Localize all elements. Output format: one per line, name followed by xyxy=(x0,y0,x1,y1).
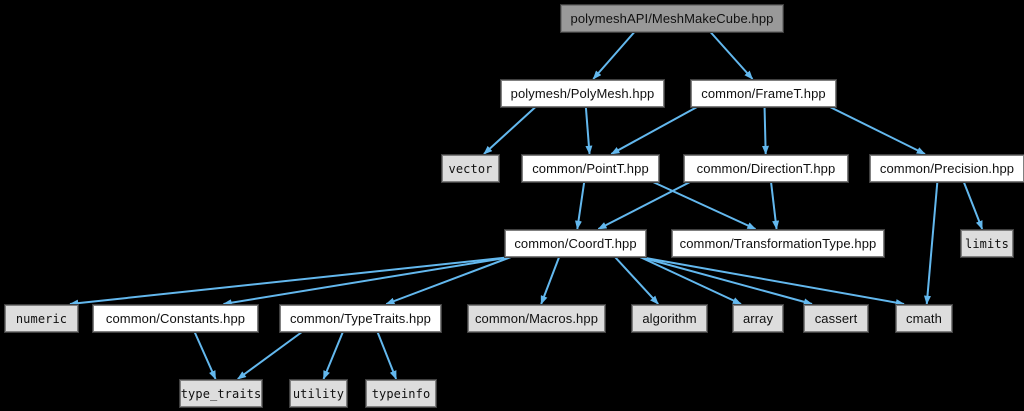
edge-coordt-to-macros xyxy=(540,256,561,305)
edge-polymesh-to-pointt xyxy=(584,106,593,155)
graph-node-directiont[interactable]: common/DirectionT.hpp xyxy=(683,154,849,183)
graph-node-coordt[interactable]: common/CoordT.hpp xyxy=(504,229,647,258)
graph-node-framet[interactable]: common/FrameT.hpp xyxy=(690,79,837,108)
edge-pointt-to-transform xyxy=(652,181,757,230)
graph-node-array[interactable]: array xyxy=(732,304,784,333)
edge-coordt-to-cassert xyxy=(639,256,813,306)
graph-node-algorithm[interactable]: algorithm xyxy=(631,304,708,333)
graph-node-typeinfo[interactable]: typeinfo xyxy=(365,379,437,408)
edge-polymesh-to-vector xyxy=(483,106,537,155)
edge-framet-to-precision xyxy=(829,106,926,155)
edge-coordt-to-constants xyxy=(222,256,512,307)
graph-node-typetraits[interactable]: common/TypeTraits.hpp xyxy=(279,304,442,333)
edge-directiont-to-coordt xyxy=(597,181,691,230)
graph-node-limits[interactable]: limits xyxy=(960,229,1014,258)
edge-typetraits-to-utility xyxy=(322,331,344,380)
edge-framet-to-directiont xyxy=(762,106,769,155)
graph-node-cmath[interactable]: cmath xyxy=(895,304,953,333)
edge-typetraits-to-type_traits xyxy=(237,331,303,380)
edge-coordt-to-array xyxy=(639,256,742,305)
edge-coordt-to-algorithm xyxy=(614,256,659,305)
graph-node-utility[interactable]: utility xyxy=(289,379,348,408)
edge-root-to-polymesh xyxy=(592,31,636,80)
edge-coordt-to-cmath xyxy=(639,256,905,307)
edge-pointt-to-coordt xyxy=(575,181,586,230)
graph-node-precision[interactable]: common/Precision.hpp xyxy=(869,154,1024,183)
graph-node-pointt[interactable]: common/PointT.hpp xyxy=(521,154,660,183)
edge-directiont-to-transform xyxy=(770,181,780,230)
edge-framet-to-pointt xyxy=(610,106,698,155)
graph-node-transform[interactable]: common/TransformationType.hpp xyxy=(671,229,885,258)
graph-node-numeric[interactable]: numeric xyxy=(4,304,79,333)
edge-constants-to-type_traits xyxy=(193,331,217,380)
graph-node-type_traits[interactable]: type_traits xyxy=(179,379,263,408)
edge-root-to-framet xyxy=(709,31,754,80)
edge-coordt-to-numeric xyxy=(69,256,512,307)
graph-node-macros[interactable]: common/Macros.hpp xyxy=(467,304,606,333)
graph-node-root[interactable]: polymeshAPI/MeshMakeCube.hpp xyxy=(560,4,784,33)
edge-precision-to-limits xyxy=(962,181,984,230)
edge-precision-to-cmath xyxy=(923,181,939,305)
graph-node-vector[interactable]: vector xyxy=(441,154,500,183)
edge-typetraits-to-typeinfo xyxy=(376,331,398,380)
graph-node-constants[interactable]: common/Constants.hpp xyxy=(92,304,259,333)
edge-coordt-to-typetraits xyxy=(385,256,512,305)
graph-node-polymesh[interactable]: polymesh/PolyMesh.hpp xyxy=(500,79,665,108)
graph-node-cassert[interactable]: cassert xyxy=(803,304,869,333)
